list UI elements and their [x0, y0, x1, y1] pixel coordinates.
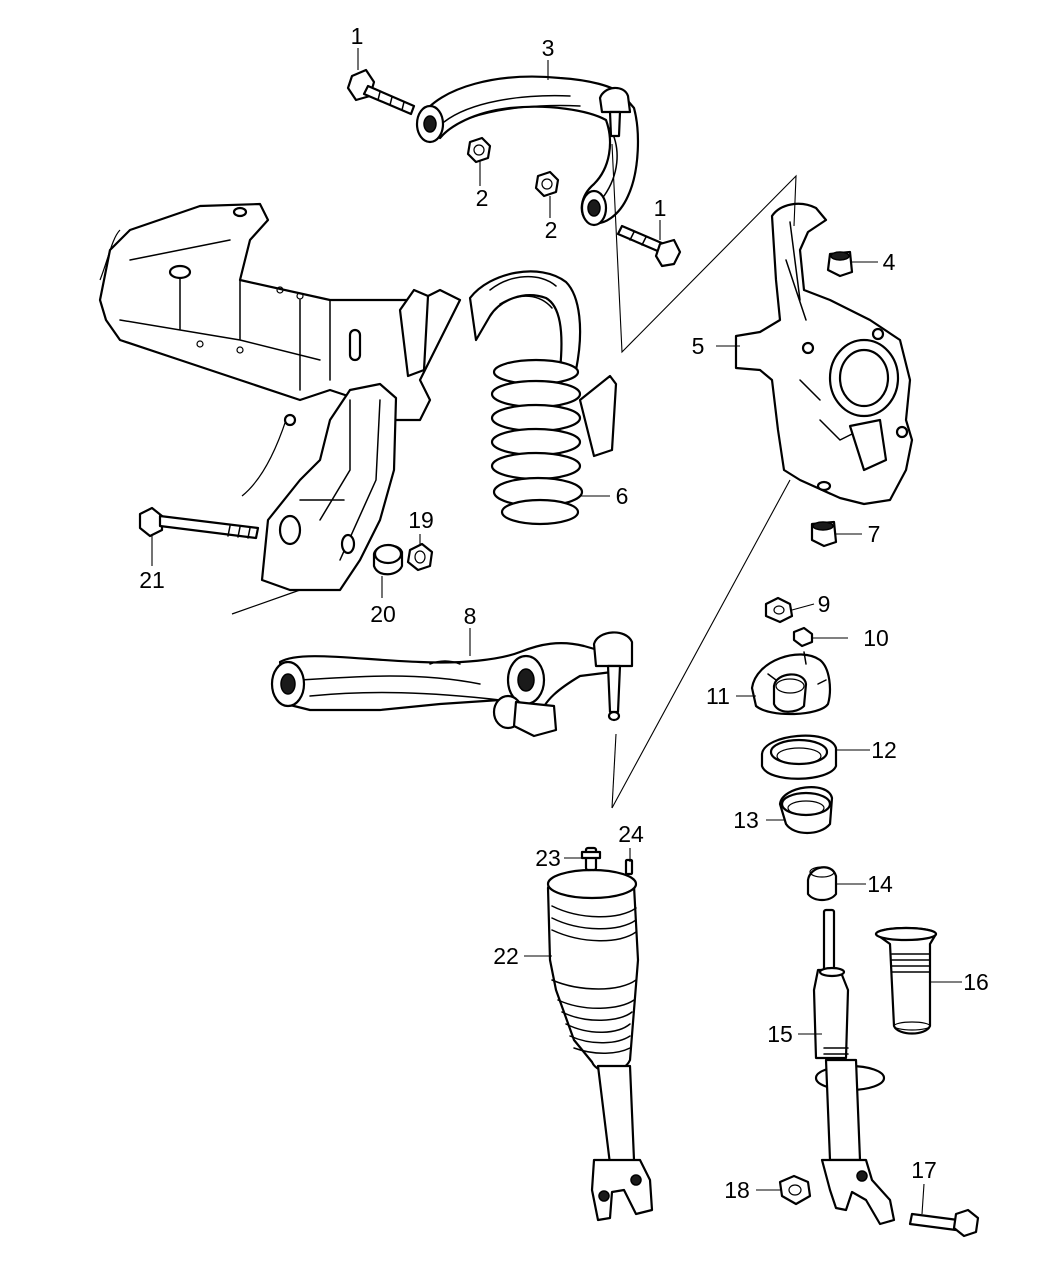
part-4-nut	[826, 250, 854, 278]
callout-1-upper: 1	[351, 23, 364, 49]
part-2-nut-left	[466, 136, 492, 164]
callout-17: 17	[911, 1157, 937, 1183]
frame-crossmember	[98, 202, 618, 615]
callout-21: 21	[139, 567, 165, 593]
callout-18: 18	[724, 1177, 750, 1203]
callout-7: 7	[868, 521, 881, 547]
part-24-stud	[624, 858, 634, 876]
part-9-nut	[764, 596, 794, 624]
callout-5: 5	[692, 333, 705, 359]
callout-16: 16	[963, 969, 989, 995]
part-20-washer	[372, 543, 404, 576]
callout-12: 12	[871, 737, 897, 763]
callout-22: 22	[493, 943, 519, 969]
leader-lines	[151, 48, 962, 1215]
part-16-dust-boot	[874, 926, 938, 1035]
callout-4: 4	[883, 249, 896, 275]
callout-14: 14	[867, 871, 893, 897]
callout-9: 9	[818, 591, 831, 617]
callout-3: 3	[542, 35, 555, 61]
part-10-nut	[792, 626, 814, 648]
callout-15: 15	[767, 1021, 793, 1047]
assembly-guide-lines	[611, 143, 797, 809]
callout-11: 11	[706, 683, 730, 709]
part-17-bolt	[908, 1208, 980, 1238]
part-8-lower-control-arm	[270, 631, 634, 738]
callout-labels: 1 2 2 1 3 4 5 6 7 8 9 10 11 12 13 14 15 …	[139, 23, 989, 1203]
callout-23: 23	[535, 845, 561, 871]
part-22-air-spring-strut	[546, 868, 654, 1222]
callout-6: 6	[616, 483, 629, 509]
callout-1-lower: 1	[654, 195, 667, 221]
callout-10: 10	[863, 625, 889, 651]
callout-13: 13	[733, 807, 759, 833]
callout-20: 20	[370, 601, 396, 627]
callout-24: 24	[618, 821, 644, 847]
callout-2-left: 2	[476, 185, 489, 211]
part-3-upper-control-arm	[415, 75, 640, 227]
callout-19: 19	[408, 507, 434, 533]
part-7-nut	[810, 520, 838, 548]
part-13-spring-seat	[778, 786, 834, 835]
part-6-coil-spring	[490, 358, 584, 526]
part-11-upper-mount	[750, 651, 831, 716]
callout-8: 8	[464, 603, 477, 629]
part-14-jounce-bumper	[806, 866, 838, 902]
part-1-bolt-upper	[346, 68, 416, 116]
part-23-air-fitting	[580, 846, 602, 872]
callout-2-right: 2	[545, 217, 558, 243]
part-1-bolt-lower	[616, 224, 682, 268]
part-19-nut	[406, 542, 434, 572]
part-2-nut-right	[534, 170, 560, 198]
part-18-nut	[778, 1174, 812, 1206]
part-15-shock-absorber	[812, 908, 896, 1226]
part-12-isolator	[760, 734, 838, 780]
part-21-bolt	[138, 506, 260, 540]
part-5-steering-knuckle	[734, 202, 914, 506]
